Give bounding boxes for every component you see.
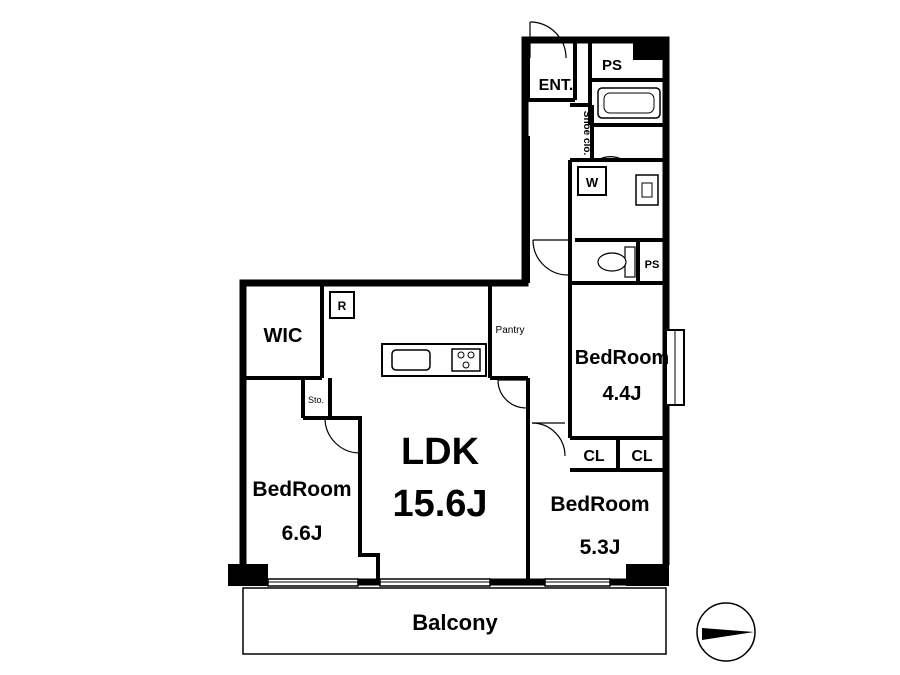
bedroom-b-size-label: 4.4J xyxy=(603,383,642,405)
washer-label: W xyxy=(586,175,599,190)
closet-2-label: CL xyxy=(631,448,653,465)
bedroom-a-size-label: 6.6J xyxy=(282,522,323,545)
pantry-label: Pantry xyxy=(496,325,525,336)
balcony-area xyxy=(242,587,667,655)
bay-window xyxy=(665,329,685,406)
entrance-label: ENT. xyxy=(539,77,574,94)
bedroom-c-size-label: 5.3J xyxy=(580,536,621,559)
wic-label: WIC xyxy=(264,325,303,347)
closet-1-label: CL xyxy=(583,448,605,465)
refrigerator-box xyxy=(329,291,355,319)
doors xyxy=(324,21,624,457)
bedroom-a-name-label: BedRoom xyxy=(252,478,351,501)
windows-bottom xyxy=(267,578,611,587)
pipe-space-top-label: PS xyxy=(602,57,622,74)
storage-label: Sto. xyxy=(308,395,324,405)
column-bottom-left xyxy=(228,564,268,586)
bedroom-c-name-label: BedRoom xyxy=(550,493,649,516)
ldk-name-label: LDK xyxy=(401,431,480,473)
refrigerator-label: R xyxy=(338,299,347,313)
fixtures xyxy=(329,87,661,377)
interior-walls xyxy=(243,40,666,580)
washing-machine-icon xyxy=(577,166,607,196)
north-arrow-icon xyxy=(696,602,756,662)
kitchen-sink-icon xyxy=(391,349,431,371)
pipe-space-toilet-label: PS xyxy=(645,259,660,271)
ldk-size-label: 15.6J xyxy=(392,483,487,525)
bedroom-b-name-label: BedRoom xyxy=(575,347,669,369)
column-top-right xyxy=(633,38,668,60)
room-labels: ENT. PS Shoe clo. W PS WIC R Pantry Sto.… xyxy=(252,57,669,635)
shoe-closet-label: Shoe clo. xyxy=(581,111,592,156)
column-bottom-right xyxy=(626,564,669,586)
outer-walls xyxy=(239,36,670,565)
balcony-label: Balcony xyxy=(412,610,498,635)
toilet-bowl-icon xyxy=(597,252,627,272)
